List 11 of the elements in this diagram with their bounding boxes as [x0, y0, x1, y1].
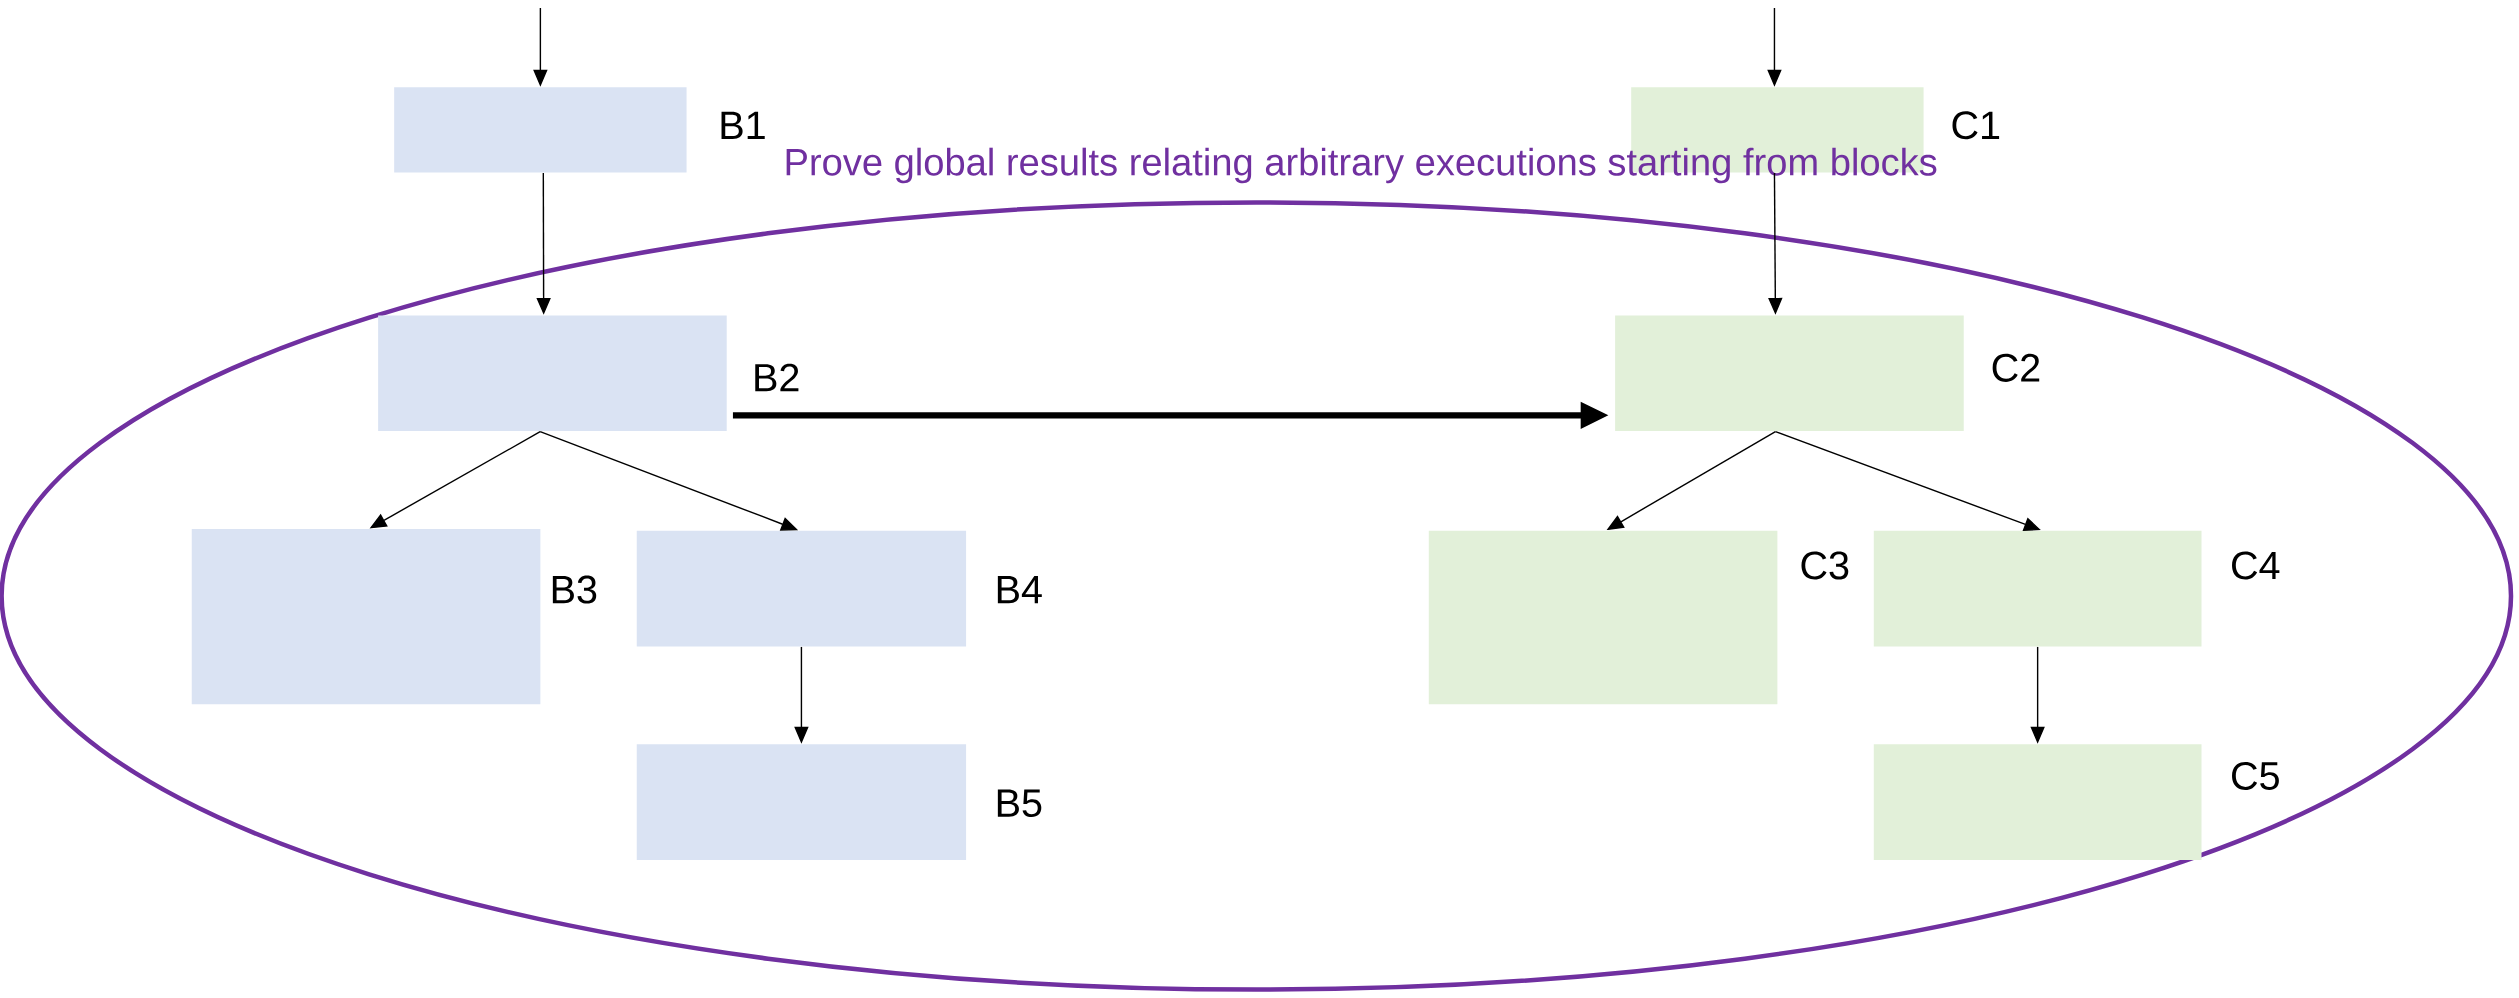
block-label: B3 — [552, 575, 597, 604]
block-label: C2 — [1992, 354, 2040, 383]
block-label: B4 — [997, 576, 1042, 604]
heading: Prove global results relating arbitrary executions starting from blocks — [786, 147, 1937, 184]
block-label: B1 — [721, 111, 765, 140]
block-label: C4 — [2232, 551, 2280, 580]
block-label: C1 — [1952, 111, 2000, 140]
block-label: B2 — [755, 363, 799, 392]
block-label: C5 — [2232, 762, 2279, 791]
block-label: B5 — [997, 789, 1042, 818]
block-label: C3 — [1801, 551, 1849, 580]
